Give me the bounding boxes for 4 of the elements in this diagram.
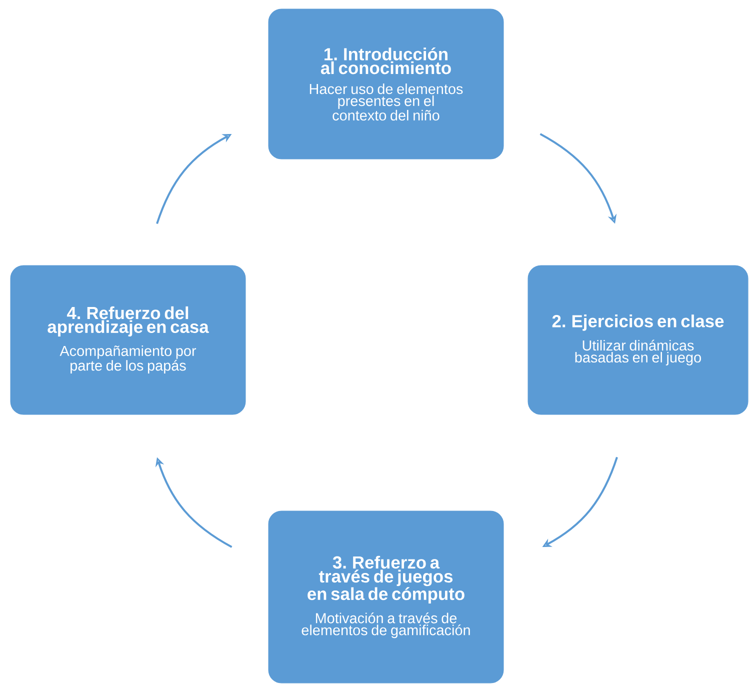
step-box: 2. Ejercicios en clase Utilizar dinámicas basadas en el juego <box>526 264 749 416</box>
step-box: 3. Refuerzo a través de juegos en sala de cómputo Motivación a través de elementos de gamificación <box>266 509 506 684</box>
step-box: 1. Introducción al conocimiento Hacer uso de elementos presentes en el contexto del niño <box>266 7 506 161</box>
step-box: 4. Refuerzo del aprendizaje en casa Acompañamiento por parte de los papás <box>8 264 248 416</box>
